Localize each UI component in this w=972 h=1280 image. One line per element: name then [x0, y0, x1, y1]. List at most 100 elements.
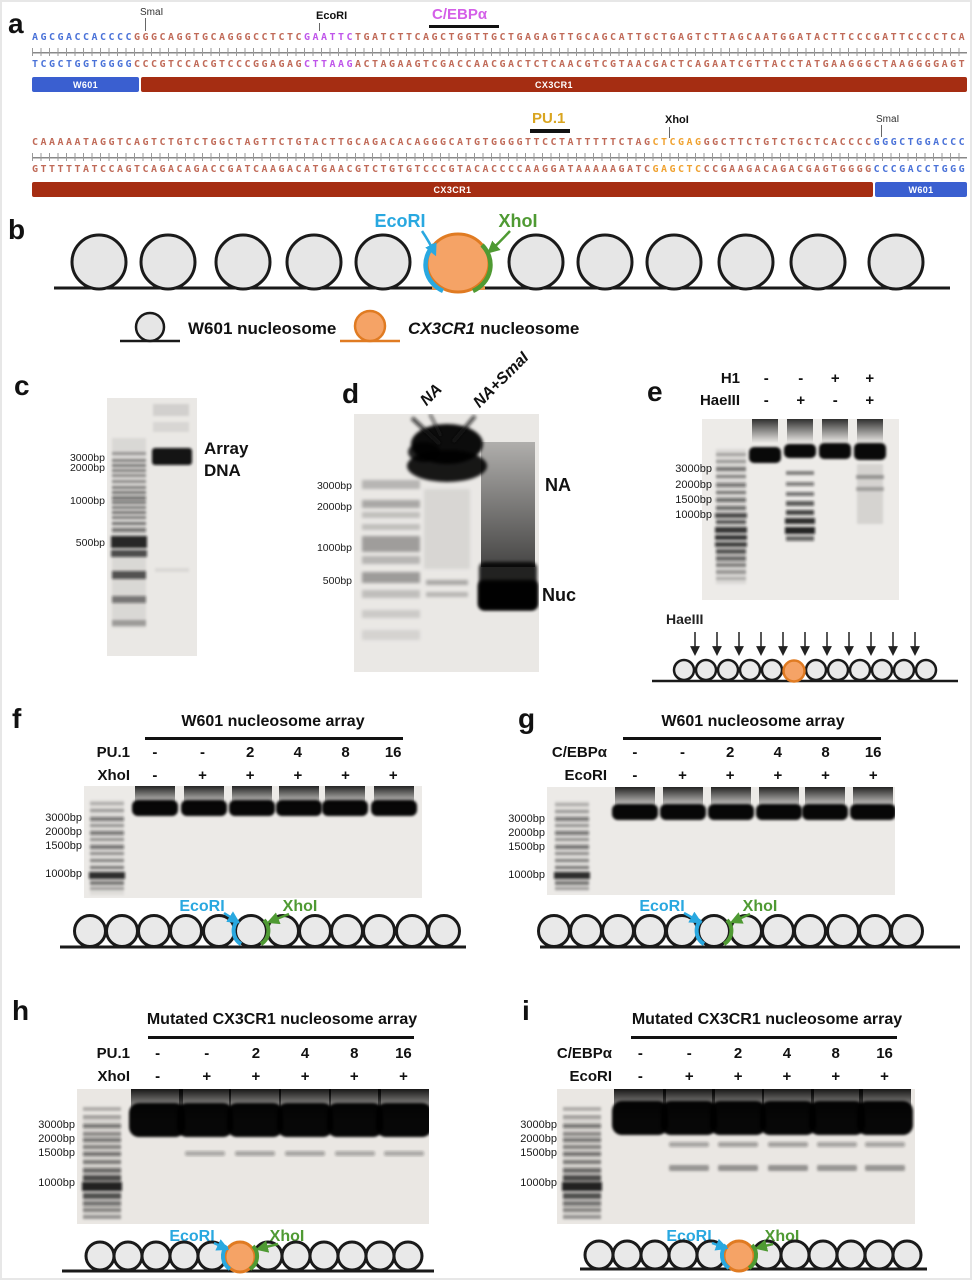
smaI-tick-1 [145, 18, 146, 31]
ecoRI-diagram-label: EcoRI [639, 898, 684, 915]
lane-value: + [341, 767, 350, 784]
ecoRI-row-label: EcoRI [564, 767, 607, 784]
lane-value: - [763, 370, 769, 387]
haeIII-cut-arrows [690, 632, 920, 656]
lane-value: + [245, 767, 255, 784]
panel-f-title-underline [145, 737, 403, 740]
cebpa-row-label: C/EBPα [556, 1045, 612, 1062]
sample-lanes [129, 1089, 429, 1156]
ladder-label: 2000bp [508, 827, 545, 839]
cebpa-motif-label: C/EBPα [432, 6, 488, 23]
pu1-row-label: PU.1 [96, 744, 130, 761]
lane-value: 8 [821, 744, 830, 761]
lane-value: + [821, 767, 830, 784]
xhoI-tick [669, 127, 670, 138]
xhoI-arrow [487, 230, 511, 254]
lane-value: - [152, 744, 158, 761]
legend-cx3cr1-gene: CX3CR1 [408, 319, 475, 338]
sample-lanes [612, 787, 895, 820]
legend-cx3cr1-nucleosome-icon [353, 309, 387, 343]
ecoRI-diagram-label: EcoRI [179, 898, 224, 915]
ladder-label: 3000bp [45, 812, 82, 824]
lane-value: - [763, 392, 769, 409]
seq-cx3cr1-segment: GTTTTTATCCAGTCAGACAGACCGATCAAGACATGAACGT… [32, 164, 653, 175]
ladder-label: 2000bp [38, 1133, 75, 1145]
ladder-label: 3000bp [508, 813, 545, 825]
ecoRI-arrow [213, 1239, 230, 1251]
lane-value: + [782, 1068, 792, 1085]
h1-row-values: --++ [749, 370, 887, 387]
ecoRI-tick [319, 23, 320, 31]
legend-w601-nucleosome-icon [134, 311, 166, 343]
panel-e-label: e [647, 376, 663, 407]
lane-value: + [202, 1068, 212, 1085]
xhoI-diagram-label: XhoI [283, 898, 318, 915]
lane-value: + [399, 1068, 408, 1085]
xhoI-cut-arc [248, 1244, 260, 1271]
ecoRI-row-label: EcoRI [569, 1068, 612, 1085]
lane-value: 4 [293, 744, 303, 761]
gel-image-c [107, 398, 197, 656]
h1-row-label: H1 [720, 370, 740, 387]
panel-i-title: Mutated CX3CR1 nucleosome array [631, 1011, 903, 1028]
gel-image-h [77, 1089, 429, 1224]
sample-lanes [612, 1089, 913, 1171]
xhoI-diagram-label: XhoI [499, 211, 538, 231]
seq-cx3cr1-segment: ACTAGAAGTCGACCAACGACTCTCAACGTCGTAACGACTC… [355, 59, 968, 70]
ladder-label: 1500bp [45, 840, 82, 852]
seq-cx3cr1-segment: CAAAAATAGGTCAGTCTGTCTGGCTAGTTCTGTACTTGCA… [32, 137, 653, 148]
lane-value: - [632, 767, 638, 784]
seq-w601-segment: CCCGACCTGGG [873, 164, 968, 175]
panel-c-label: c [14, 370, 30, 401]
lane-value: 16 [876, 1045, 893, 1062]
sequence-ruler-1 [32, 48, 967, 56]
ladder-label: 500bp [75, 537, 105, 549]
lane-value: + [830, 370, 840, 387]
ecoRI-arrow [223, 911, 241, 924]
lane-value: 16 [864, 744, 882, 761]
haeIII-row-label: HaeIII [699, 392, 740, 409]
array-diagram-i: EcoRI XhoI [580, 1228, 927, 1273]
xhoI-row-label: XhoI [97, 767, 131, 784]
ladder-label: 1000bp [508, 869, 545, 881]
xhoI-row-values: -+++++ [131, 767, 417, 784]
lane-value: 2 [733, 1045, 743, 1062]
lane-label-na-smaI: NA+SmaI [470, 349, 533, 412]
ladder-label: 3000bp [38, 1119, 75, 1131]
ladder-label: 1000bp [675, 509, 712, 521]
sequence-ruler-2 [32, 153, 967, 161]
sequence-row2-bottom-strand: GTTTTTATCCAGTCAGACAGACCGATCAAGACATGAACGT… [32, 164, 970, 176]
pu1-row-label: PU.1 [96, 1045, 130, 1062]
lane-value: + [684, 1068, 694, 1085]
lane-value: - [200, 744, 205, 761]
lane-value: 4 [782, 1045, 792, 1062]
lane-value: - [686, 1045, 692, 1062]
ladder-label: 2000bp [675, 479, 712, 491]
lane-value: - [637, 1045, 643, 1062]
smaI-tick-2 [881, 125, 882, 137]
lane-value: + [388, 767, 398, 784]
panel-f-title: W601 nucleosome array [181, 713, 365, 730]
lane-label-na: NA [417, 380, 446, 410]
panel-g-label: g [518, 703, 536, 734]
seq-ecoRI-site: GAATTC [304, 32, 356, 43]
lane-value: + [831, 1068, 841, 1085]
seq-xhoI-site: GAGCTC [652, 164, 704, 175]
lane-value: - [637, 1068, 643, 1085]
seq-w601-segment: AGCGACCACCCC [32, 32, 135, 43]
array-dna-annotation-line2: DNA [204, 461, 241, 480]
ladder-label: 3000bp [520, 1119, 557, 1131]
lane-value: - [832, 392, 838, 409]
xhoI-diagram-label: XhoI [743, 898, 778, 915]
ladder-label: 1500bp [38, 1147, 75, 1159]
lane-value: + [880, 1068, 889, 1085]
xhoI-arrow [754, 1239, 774, 1252]
cx3cr1-nucleosome [223, 1240, 257, 1274]
ladder-label: 1500bp [675, 494, 712, 506]
cx3cr1-bar: CX3CR1 [32, 182, 873, 197]
